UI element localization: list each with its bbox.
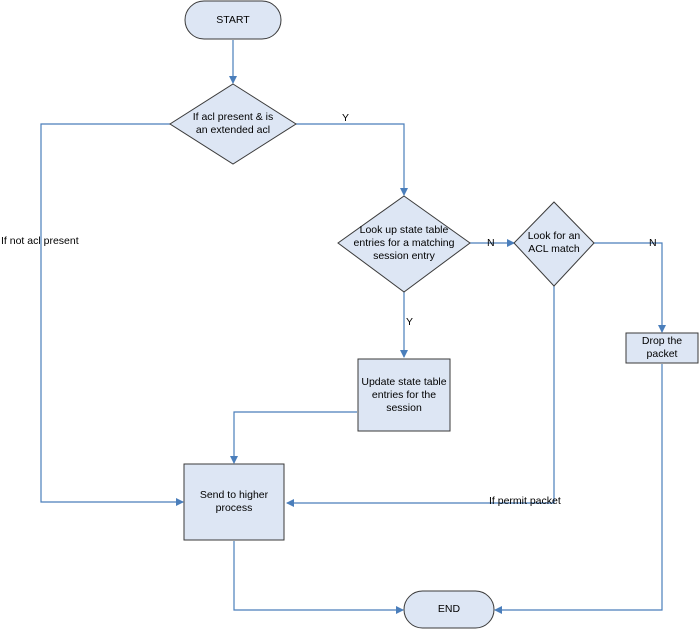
edge-match-no-to-drop	[594, 242, 666, 333]
send-higher-process	[183, 463, 285, 541]
update-state-process	[357, 358, 451, 432]
acl-match-decision	[513, 201, 595, 287]
lookup-yes-label: Y	[406, 316, 414, 328]
send-higher-label: Send to higher process	[199, 489, 269, 514]
state-lookup-label: Look up state table entries for a matchi…	[353, 223, 455, 262]
update-state-label: Update state table entries for the sessi…	[361, 375, 447, 414]
edge-no-acl-to-send	[40, 123, 184, 506]
start-terminator	[184, 0, 282, 40]
start-label: START	[216, 13, 250, 26]
lookup-no-label: N	[487, 237, 495, 249]
edge-acl-yes-to-lookup	[296, 123, 408, 196]
no-acl-label: If not acl present	[1, 235, 79, 247]
acl-match-label: Look for an ACL match	[527, 230, 581, 255]
edge-drop-to-end	[494, 364, 663, 614]
edge-send-to-end	[233, 541, 404, 614]
drop-packet-label: Drop the packet	[641, 335, 683, 360]
acl-check-label: If acl present & is an extended acl	[192, 111, 274, 136]
edge-permit-to-send	[286, 286, 555, 507]
match-no-label: N	[649, 237, 657, 249]
end-label: END	[437, 603, 461, 615]
end-terminator	[403, 590, 495, 629]
edge-update-to-send	[230, 411, 357, 464]
state-lookup-decision	[337, 195, 471, 293]
drop-packet-process	[625, 332, 699, 364]
acl-yes-label: Y	[342, 112, 350, 124]
acl-check-decision	[169, 83, 297, 165]
permit-label: If permit packet	[489, 495, 561, 507]
